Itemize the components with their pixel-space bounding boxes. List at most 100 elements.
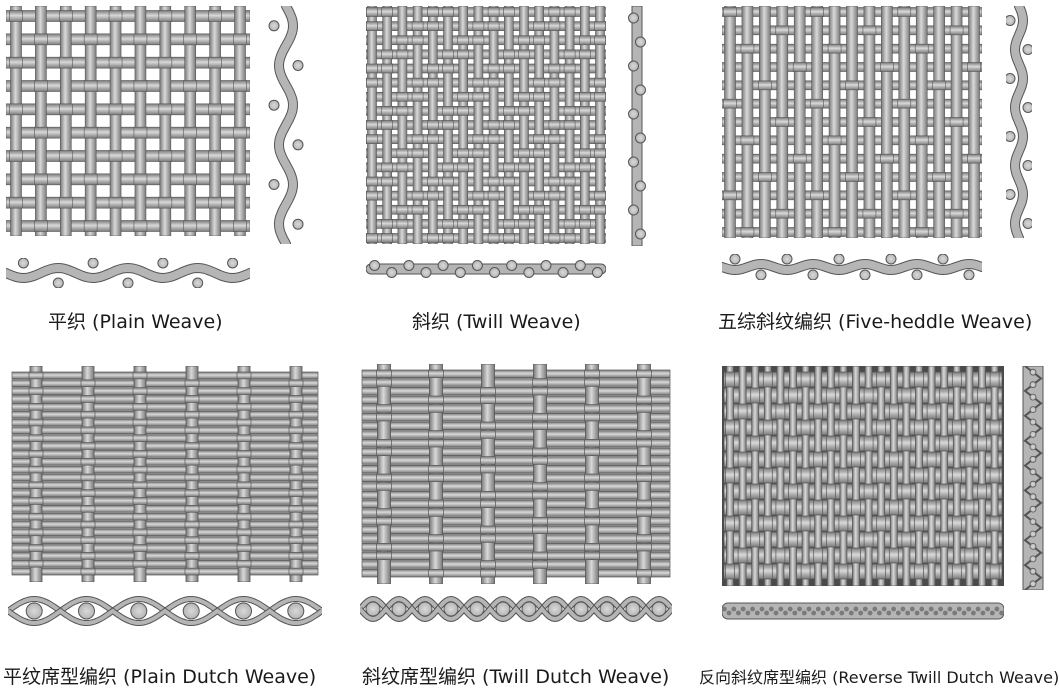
weft-crossing	[897, 7, 912, 17]
weft-wire	[361, 551, 671, 561]
weft-crossing	[9, 150, 23, 162]
cross-section-wire	[825, 606, 831, 612]
weft-crossing	[901, 531, 912, 548]
weft-crossing	[487, 120, 500, 130]
weft-crossing	[184, 552, 200, 560]
warp-wire	[759, 6, 771, 238]
weft-crossing	[827, 227, 842, 237]
reverse-twill-dutch-weave-mesh	[722, 366, 1004, 586]
weft-crossing	[862, 208, 877, 219]
weft-crossing	[158, 56, 173, 69]
weft-crossing	[851, 403, 861, 420]
cross-section-wire	[573, 601, 589, 617]
weft-crossing	[80, 442, 96, 450]
weft-crossing	[28, 387, 44, 395]
weft-crossing	[83, 173, 98, 186]
cross-section-wire	[750, 606, 755, 612]
weft-crossing	[863, 387, 874, 404]
warp-wire	[828, 6, 841, 238]
weft-crossing	[366, 233, 378, 243]
cross-section-wire	[182, 602, 200, 620]
cross-section-wire	[635, 180, 646, 192]
weft-wire	[11, 371, 319, 380]
weft-crossing	[108, 196, 123, 209]
weft-crossing	[584, 551, 600, 561]
weft-crossing	[28, 528, 44, 537]
weft-crossing	[381, 7, 393, 17]
weft-crossing	[533, 21, 545, 31]
five-heddle-bottom-section	[722, 254, 982, 280]
cross-section-wire	[651, 601, 667, 617]
cross-section-wire	[933, 610, 939, 616]
cross-section-wire	[783, 610, 788, 616]
weft-crossing	[636, 542, 652, 552]
weft-crossing	[376, 542, 392, 552]
weft-wire	[6, 56, 250, 69]
warp-wire	[59, 6, 72, 236]
cross-section-wire	[235, 602, 252, 620]
weft-wire	[11, 450, 319, 458]
weft-crossing	[184, 457, 200, 466]
cross-section-wire	[635, 36, 646, 48]
cross-section-wire	[731, 606, 737, 612]
weft-crossing	[288, 395, 304, 403]
weft-wire	[11, 442, 319, 450]
weft-crossing	[750, 435, 761, 452]
cross-section-wire	[417, 601, 433, 617]
weft-crossing	[80, 552, 96, 560]
cross-section-wire	[858, 610, 864, 616]
weft-crossing	[411, 77, 424, 88]
weft-crossing	[132, 465, 148, 474]
weft-crossing	[563, 7, 576, 17]
weft-crossing	[563, 63, 576, 74]
cross-section-wire	[989, 610, 995, 616]
cross-section-wire	[844, 606, 849, 612]
weft-crossing	[428, 464, 444, 474]
weft-crossing	[236, 418, 252, 427]
weft-crossing	[914, 419, 924, 436]
caption-twill-dutch-weave: 斜纹席型编织 (Twill Dutch Weave)	[362, 666, 670, 688]
weft-crossing	[288, 426, 304, 435]
cross-section-wire	[506, 260, 518, 271]
weft-crossing	[813, 403, 824, 420]
weft-crossing	[132, 418, 148, 427]
warp-wire	[852, 366, 860, 586]
warp-wire	[965, 366, 974, 586]
weft-crossing	[28, 418, 44, 427]
weft-crossing	[396, 106, 409, 116]
cross-section-wire	[807, 269, 819, 280]
weft-crossing	[563, 49, 576, 60]
weft-crossing	[725, 467, 735, 484]
cross-section-wire	[994, 606, 1000, 612]
weft-crossing	[888, 499, 899, 516]
weft-crossing	[442, 176, 454, 187]
weft-crossing	[518, 35, 530, 46]
warp-wire	[184, 6, 197, 236]
weft-crossing	[34, 80, 48, 92]
warp-wire	[826, 366, 835, 586]
weft-crossing	[426, 134, 439, 144]
cross-section-wire	[1006, 73, 1016, 84]
weft-crossing	[132, 434, 148, 442]
weft-crossing	[396, 204, 409, 215]
weft-wire	[11, 544, 319, 552]
weft-crossing	[584, 542, 600, 552]
weft-crossing	[838, 515, 849, 532]
weft-crossing	[381, 233, 393, 243]
weft-crossing	[503, 233, 515, 243]
weft-crossing	[442, 49, 454, 60]
weft-crossing	[888, 403, 899, 420]
warp-wire	[978, 366, 986, 586]
weft-crossing	[532, 386, 548, 396]
weft-crossing	[813, 451, 824, 468]
cross-section-wire	[848, 610, 854, 616]
weft-crossing	[28, 434, 44, 442]
cross-section-wire	[547, 601, 563, 617]
profile-wire	[274, 6, 298, 244]
cross-section-wire	[268, 20, 280, 32]
warp-wire	[811, 6, 823, 238]
weft-crossing	[288, 552, 304, 560]
cross-section-wire	[454, 267, 466, 278]
weft-crossing	[457, 148, 469, 159]
cross-section-wire	[853, 606, 859, 612]
